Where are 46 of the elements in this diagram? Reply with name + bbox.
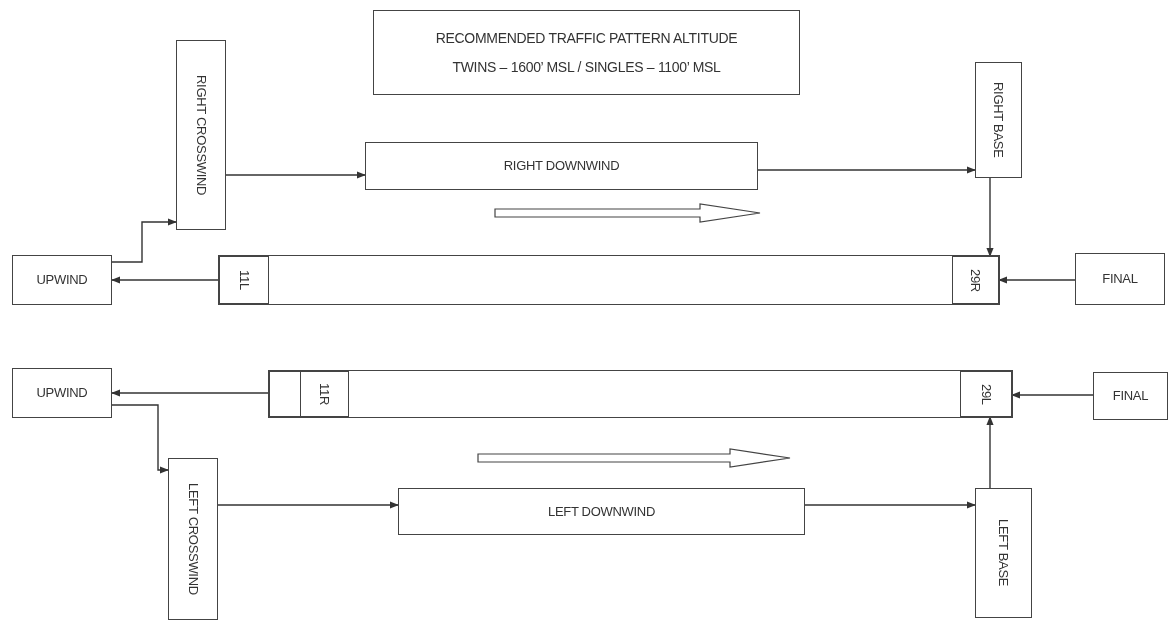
leg-label: UPWIND [36,272,88,288]
runway-strip [218,255,1000,305]
runway-end-box [219,256,269,304]
runway-end-box [960,371,1012,417]
leg-box [168,458,218,620]
leg-box [12,368,112,418]
leg-box [365,142,758,190]
title-box [373,10,800,95]
leg-label: UPWIND [36,385,88,401]
runway-strip [268,370,1013,418]
leg-box [975,62,1022,178]
leg-label: LEFT CROSSWIND [185,483,201,595]
arrow [225,171,366,179]
leg-label: RIGHT DOWNWIND [503,158,620,174]
arrow [804,501,976,509]
arrow [111,389,270,397]
leg-label: RIGHT CROSSWIND [193,74,209,196]
runway-end-box [300,371,349,417]
leg-label: FINAL [1102,271,1138,287]
runway-end-box [269,371,301,417]
leg-box [398,488,805,535]
runway-number: 11R [316,383,333,405]
leg-box [12,255,112,305]
leg-label: LEFT DOWNWIND [547,503,656,520]
arrow [1011,391,1094,399]
leg-box [176,40,226,230]
title-text: TWINS – 1600’ MSL / SINGLES – 1100’ MSL [452,58,721,76]
arrow [111,404,169,474]
runway-end-box [952,256,999,304]
leg-box [975,488,1032,618]
runway-number: 11L [236,270,252,290]
arrow [111,276,220,284]
runway-number: 29L [978,383,994,405]
arrow [111,218,177,263]
arrow [757,166,976,174]
arrow [217,501,399,509]
leg-box [1075,253,1165,305]
arrow [986,416,994,489]
arrow [986,177,994,257]
leg-box [1093,372,1168,420]
runway-number: 29R [967,268,984,292]
leg-label: LEFT BASE [995,519,1012,587]
leg-label: RIGHT BASE [990,82,1007,158]
leg-label: FINAL [1112,388,1149,404]
arrow [998,276,1076,284]
title-text: RECOMMENDED TRAFFIC PATTERN ALTITUDE [435,29,738,47]
